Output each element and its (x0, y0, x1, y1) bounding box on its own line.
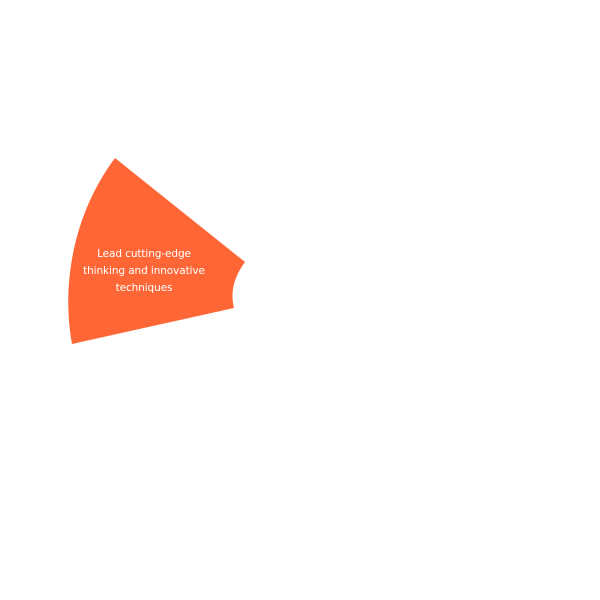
segment-wedge (68, 158, 245, 344)
segment-label: Lead cutting-edge thinking and innovativ… (83, 248, 205, 294)
